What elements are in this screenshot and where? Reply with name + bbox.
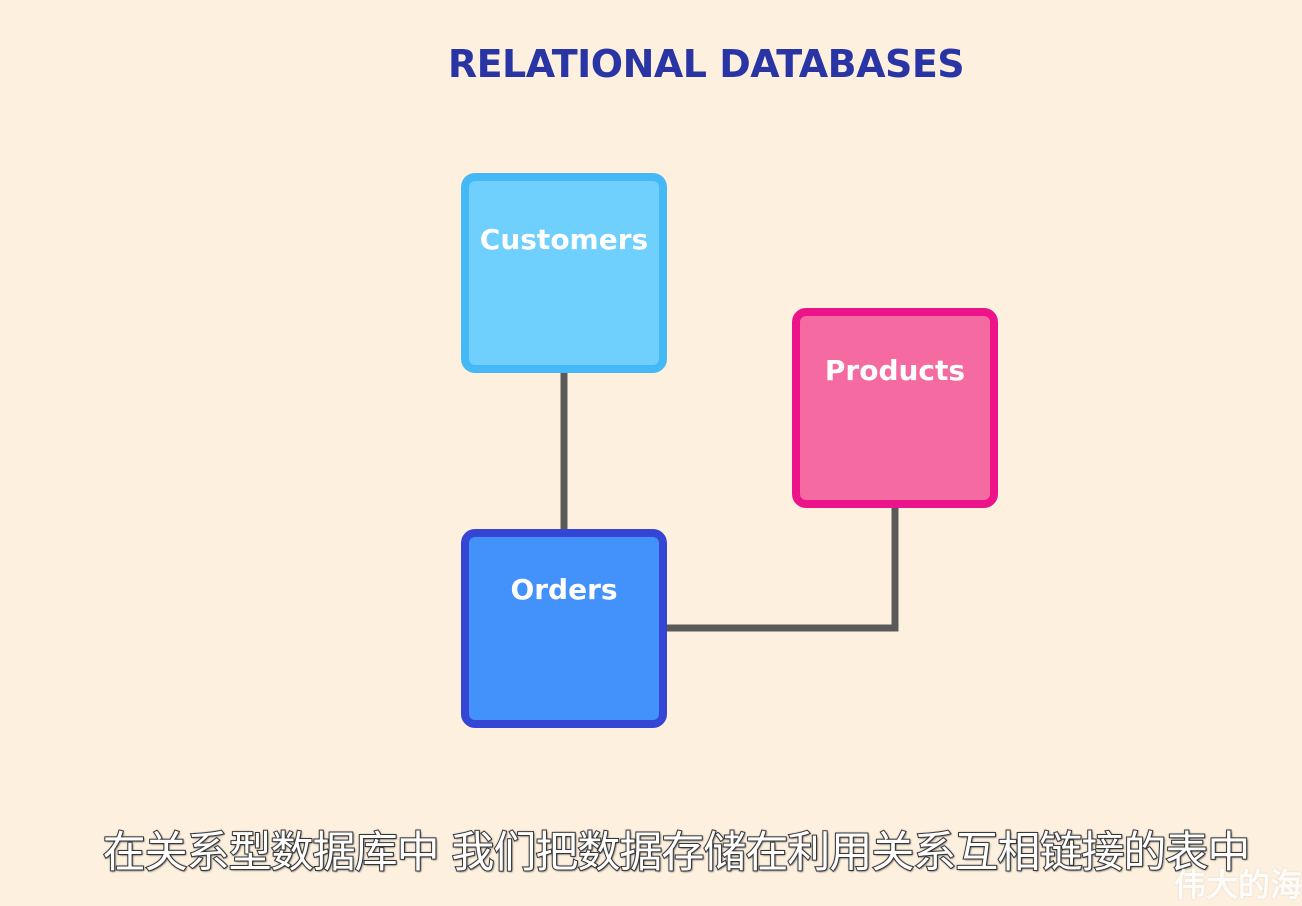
table-customers-label: Customers (479, 223, 649, 256)
slide-title: RELATIONAL DATABASES (447, 42, 965, 86)
table-customers: Customers (461, 173, 667, 373)
table-orders-label: Orders (510, 573, 618, 606)
watermark: 伟大的海 (1173, 866, 1302, 904)
table-orders: Orders (461, 529, 667, 728)
connector-products-orders (666, 507, 899, 632)
table-products: Products (792, 308, 998, 508)
caption-subtitle: 在关系型数据库中 我们把数据存储在利用关系互相链接的表中 (102, 827, 1252, 879)
table-products-label: Products (824, 354, 966, 387)
